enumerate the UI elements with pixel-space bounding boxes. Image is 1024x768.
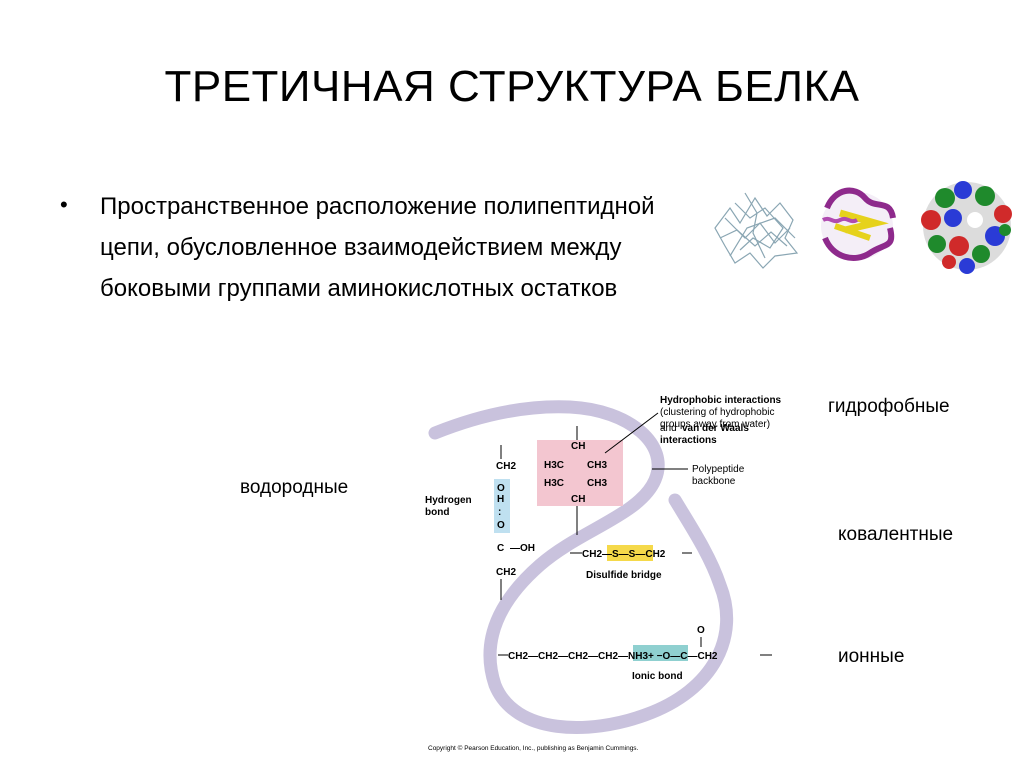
hbond-callout-line2: bond — [425, 507, 449, 518]
protein-models-image — [714, 181, 1012, 274]
hydrophobic-callout-line3: groups away from water) — [660, 419, 770, 430]
disulfide-chain: CH2—S—S—CH2 — [582, 549, 666, 560]
backbone-callout-line2: backbone — [692, 476, 736, 487]
hbond-atom-o-1: O — [497, 483, 505, 494]
tertiary-structure-diagram: CH H3C CH3 H3C CH3 CH Hydrophobic intera… — [425, 395, 782, 752]
space-filling-protein-model — [921, 181, 1012, 274]
ionic-chain: CH2—CH2—CH2—CH2—NH3+ −O—C—CH2 — [508, 651, 718, 662]
hydrophobic-atom-h3c-2: H3C — [544, 478, 564, 489]
hydrophobic-atom-ch-top: CH — [571, 441, 585, 452]
bullet-dot-icon: • — [60, 192, 68, 217]
backbone-callout-line1: Polypeptide — [692, 464, 745, 475]
bullet-text: Пространственное расположение полипептид… — [100, 193, 655, 302]
hydrophobic-atom-ch3-1: CH3 — [587, 460, 607, 471]
hbond-highlight — [494, 479, 510, 533]
wireframe-protein-model — [714, 192, 799, 269]
hbond-atom-ch2-top: CH2 — [496, 461, 516, 472]
hbond-callout-line1: Hydrogen — [425, 495, 472, 506]
hbond-atom-ch2-bottom: CH2 — [496, 567, 516, 578]
label-hydrogen: водородные — [240, 477, 349, 498]
hydrophobic-callout-line5: interactions — [660, 435, 717, 446]
hydrophobic-callout-line1: Hydrophobic interactions — [660, 395, 782, 406]
hydrophobic-atom-ch-bottom: CH — [571, 494, 585, 505]
ribbon-protein-model — [821, 187, 896, 261]
hydrophobic-callout-line2: (clustering of hydrophobic — [660, 407, 775, 418]
ionic-callout: Ionic bond — [632, 671, 683, 682]
ionic-atom-o: O — [697, 625, 705, 636]
hydrophobic-highlight — [537, 440, 623, 506]
hbond-atom-o-2: O — [497, 520, 505, 531]
disulfide-callout: Disulfide bridge — [586, 570, 662, 581]
hbond-atom-c: C — [497, 543, 504, 554]
polypeptide-backbone — [428, 400, 734, 734]
hbond-atom-h: H — [497, 494, 504, 505]
copyright-text: Copyright © Pearson Education, Inc., pub… — [428, 744, 639, 752]
ionic-highlight — [633, 645, 688, 661]
slide-title: ТРЕТИЧНАЯ СТРУКТУРА БЕЛКА — [164, 62, 860, 111]
label-hydrophobic: гидрофобные — [828, 396, 950, 417]
label-covalent: ковалентные — [838, 524, 954, 545]
hbond-atom-oh: —OH — [510, 543, 535, 554]
hydrophobic-atom-ch3-2: CH3 — [587, 478, 607, 489]
hydrophobic-callout-line4a: and — [660, 423, 677, 434]
label-ionic: ионные — [838, 646, 905, 667]
hydrophobic-callout-line4b: van der Waals — [682, 423, 749, 434]
disulfide-highlight — [607, 545, 653, 561]
hbond-atom-dots: : — [498, 507, 501, 518]
hydrophobic-atom-h3c-1: H3C — [544, 460, 564, 471]
